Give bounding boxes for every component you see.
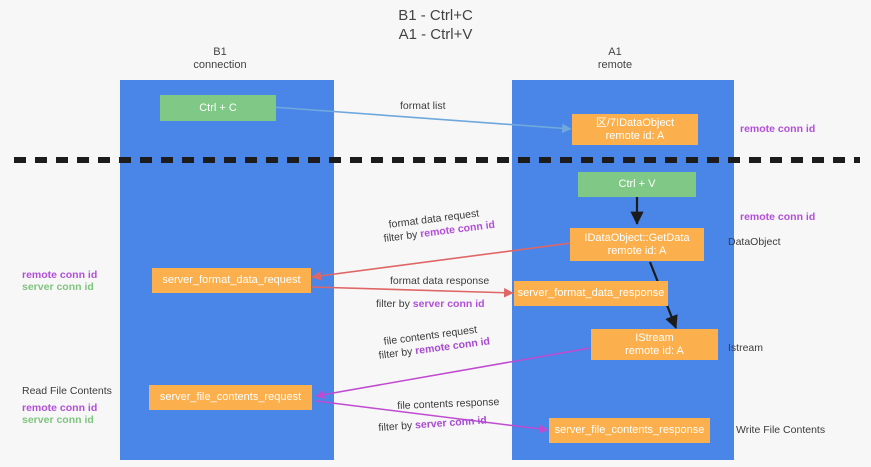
annotation-left-server-conn-id: server conn id	[22, 281, 94, 293]
annotation-left-read-file-contents: Read File Contents	[22, 385, 112, 397]
node-server-format-data-response-label: server_format_data_response	[517, 287, 665, 299]
node-ctrl-c[interactable]: Ctrl + C	[160, 95, 276, 121]
node-ctrl-c-label: Ctrl + C	[199, 101, 237, 114]
annotation-right-mid-remote-conn-id: remote conn id	[740, 211, 816, 223]
node-server-file-contents-response-label: server_file_contents_response	[554, 424, 705, 436]
node-dataobject-remote-line2: remote id: A	[605, 129, 665, 142]
arrow-format-data-request	[311, 242, 572, 281]
annotation-right-dataobject: DataObject	[728, 236, 781, 248]
filter-prefix: filter by	[376, 298, 413, 310]
edge-label-format-data-response: format data response	[390, 275, 490, 287]
annotation-left-remote-conn-id: remote conn id	[22, 269, 98, 281]
arrow-file-contents-request	[315, 347, 591, 399]
arrow-file-contents-response	[315, 400, 549, 434]
node-server-format-data-request-label: server_format_data_request	[162, 274, 301, 286]
annotation-left-bottom-server-conn-id: server conn id	[22, 414, 94, 426]
node-server-format-data-response[interactable]: server_format_data_response	[514, 281, 668, 306]
node-dataobject-remote-line1: 区/7IDataObject	[595, 116, 675, 129]
edge-label-format-data-response-filter: filter by server conn id	[376, 298, 485, 311]
filter-key-server-conn-id: server conn id	[412, 298, 485, 310]
node-idataobject-getdata[interactable]: IDataObject::GetData remote id: A	[570, 228, 704, 261]
page-title: B1 - Ctrl+C A1 - Ctrl+V	[398, 7, 473, 43]
annotation-right-top-remote-conn-id: remote conn id	[740, 123, 816, 135]
node-dataobject-remote[interactable]: 区/7IDataObject remote id: A	[572, 114, 698, 145]
node-ctrl-v-label: Ctrl + V	[618, 178, 656, 190]
node-server-format-data-request[interactable]: server_format_data_request	[152, 268, 311, 293]
node-istream-line2: remote id: A	[625, 344, 684, 357]
annotation-right-write-file-contents: Write File Contents	[736, 424, 826, 436]
arrow-format-data-response	[311, 286, 514, 298]
annotation-right-istream: Istream	[728, 342, 764, 354]
column-header-left: B1 connection	[193, 46, 247, 71]
annotation-left-bottom-remote-conn-id: remote conn id	[22, 402, 98, 414]
node-server-file-contents-request-label: server_file_contents_request	[159, 391, 302, 403]
arrow-format-list	[271, 106, 572, 134]
column-header-right: A1 remote	[597, 46, 633, 71]
node-server-file-contents-request[interactable]: server_file_contents_request	[149, 385, 312, 410]
node-idataobject-getdata-line2: remote id: A	[607, 244, 667, 257]
edge-label-format-list: format list	[400, 100, 446, 112]
filter-prefix: filter by	[378, 419, 416, 434]
node-idataobject-getdata-line1: IDataObject::GetData	[584, 231, 690, 244]
node-server-file-contents-response[interactable]: server_file_contents_response	[549, 418, 710, 443]
node-istream[interactable]: IStream remote id: A	[591, 329, 718, 360]
node-ctrl-v[interactable]: Ctrl + V	[578, 172, 696, 197]
node-istream-line1: IStream	[635, 331, 674, 344]
